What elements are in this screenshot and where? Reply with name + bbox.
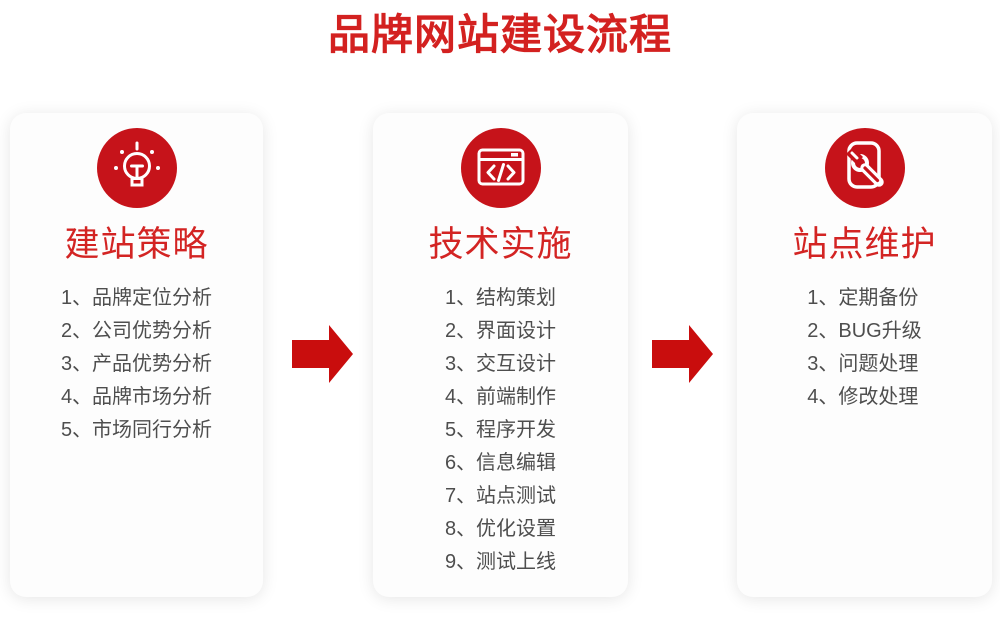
list-item: 5、市场同行分析 [60, 418, 213, 441]
list-item: 3、问题处理 [807, 352, 919, 375]
list-item: 1、品牌定位分析 [60, 286, 213, 309]
card-strategy: 建站策略 1、品牌定位分析 2、公司优势分析 3、产品优势分析 4、品牌市场分析 5、市… [10, 113, 263, 597]
list-item: 1、定期备份 [807, 286, 919, 309]
right-arrow-icon [292, 325, 353, 383]
card-title-strategy: 建站策略 [64, 225, 209, 264]
list-item: 3、产品优势分析 [60, 352, 213, 375]
list-item: 8、优化设置 [444, 517, 557, 540]
list-item: 7、站点测试 [444, 484, 557, 507]
list-item: 4、品牌市场分析 [60, 385, 213, 408]
lightbulb-icon [96, 128, 177, 208]
card-title-implementation: 技术实施 [428, 225, 573, 264]
page-title: 品牌网站建设流程 [327, 11, 672, 58]
list-item: 2、公司优势分析 [60, 319, 213, 342]
list-item: 4、修改处理 [807, 385, 919, 408]
list-item: 5、程序开发 [444, 418, 557, 441]
card-title-maintenance: 站点维护 [792, 225, 937, 264]
step-list-strategy: 1、品牌定位分析 2、公司优势分析 3、产品优势分析 4、品牌市场分析 5、市场同行分析 [61, 282, 212, 447]
list-item: 1、结构策划 [444, 286, 557, 309]
card-implementation: 技术实施 1、结构策划 2、界面设计 3、交互设计 4、前端制作 5、程序开发 6、信息编… [373, 113, 628, 597]
card-maintenance: 站点维护 1、定期备份 2、BUG升级 3、问题处理 4、修改处理 [737, 113, 992, 597]
step-list-maintenance: 1、定期备份 2、BUG升级 3、问题处理 4、修改处理 [807, 282, 921, 414]
wrench-document-icon [824, 128, 905, 208]
list-item: 6、信息编辑 [444, 451, 557, 474]
step-list-implementation: 1、结构策划 2、界面设计 3、交互设计 4、前端制作 5、程序开发 6、信息编辑 7、站点… [445, 282, 556, 579]
list-item: 9、测试上线 [444, 550, 557, 573]
list-item: 3、交互设计 [444, 352, 557, 375]
list-item: 2、BUG升级 [807, 319, 922, 342]
code-window-icon [460, 128, 541, 208]
list-item: 4、前端制作 [444, 385, 557, 408]
right-arrow-icon [652, 325, 713, 383]
list-item: 2、界面设计 [444, 319, 557, 342]
